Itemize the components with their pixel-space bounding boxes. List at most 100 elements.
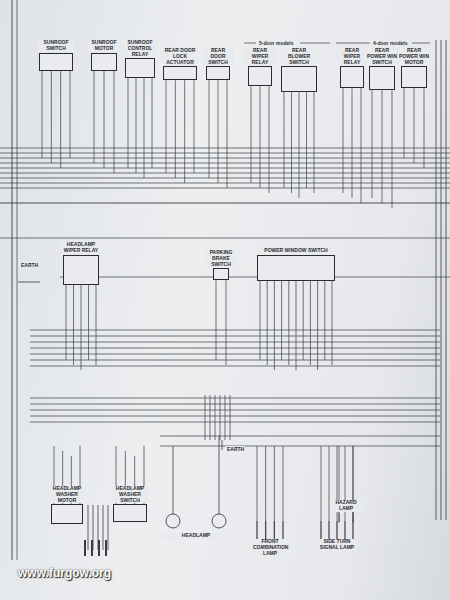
component-node: SIDE TURN SIGNAL LAMP [316, 520, 358, 551]
component-outline [91, 53, 117, 71]
wire [299, 92, 300, 198]
wire [314, 92, 315, 193]
component-node: REAR POWER WIN SWITCH [366, 48, 398, 90]
wire [81, 285, 82, 371]
wire [17, 0, 18, 560]
wire [160, 436, 440, 437]
wire [175, 80, 176, 178]
wire [424, 88, 425, 168]
component-outline [257, 255, 335, 281]
wire [274, 281, 275, 370]
wire [152, 78, 153, 168]
wire [336, 43, 370, 44]
component-label: REAR DOOR LOCK ACTUATOR [162, 48, 198, 65]
wire [310, 281, 311, 365]
wire [0, 238, 450, 239]
wire [18, 282, 40, 283]
component-label: REAR WIPER RELAY [336, 48, 368, 65]
wire [0, 188, 450, 189]
wire [0, 173, 450, 174]
wire [265, 521, 266, 539]
wire [30, 410, 440, 411]
wire [274, 521, 275, 539]
wire [30, 354, 440, 355]
wire [166, 80, 167, 173]
wire [446, 40, 447, 520]
component-label: REAR WIPER RELAY [244, 48, 276, 65]
wire [98, 540, 100, 556]
wire [317, 281, 318, 370]
component-outline [125, 58, 155, 78]
wire [291, 92, 292, 193]
component-node: REAR BLOWER SWITCH [280, 48, 318, 92]
wire [282, 521, 283, 539]
wire [274, 446, 275, 521]
component-label: REAR DOOR SWITCH [202, 48, 234, 65]
component-label: REAR POWER WIN SWITCH [366, 48, 398, 65]
wire [94, 71, 95, 164]
component-label: SUNROOF CONTROL RELAY [124, 40, 156, 57]
wire [144, 78, 145, 178]
wire [328, 521, 329, 539]
wire [344, 521, 345, 539]
wire [260, 86, 261, 188]
wire [219, 436, 220, 514]
component-label: HEADLAMP [160, 533, 232, 539]
wire [91, 540, 93, 556]
component-outline [206, 66, 230, 80]
wire [324, 281, 325, 360]
wire [30, 330, 440, 331]
wire [88, 505, 89, 550]
component-node: PARKING BRAKE SWITCH [205, 250, 237, 280]
wire [265, 446, 266, 521]
wire [269, 86, 270, 193]
wire [96, 285, 97, 366]
component-label: FRONT COMBINATION LAMP [252, 539, 288, 556]
earth-label: EARTH [226, 446, 245, 452]
wire [343, 88, 344, 193]
component-outline [281, 66, 317, 92]
wire [173, 446, 174, 514]
wire [160, 446, 440, 447]
wire [320, 521, 321, 539]
wire [0, 178, 450, 179]
wire [205, 395, 206, 440]
wire [66, 285, 67, 361]
wire [332, 281, 333, 365]
component-node: REAR DOOR SWITCH [202, 48, 234, 80]
component-node: SUNROOF MOTOR [88, 40, 120, 71]
lamp-symbol [212, 514, 226, 528]
component-node: HEADLAMP WASHER SWITCH [112, 486, 148, 522]
wire [244, 43, 256, 44]
component-node: HAZARD LAMP [330, 500, 362, 523]
component-node: REAR DOOR LOCK ACTUATOR [162, 48, 198, 80]
component-node: REAR WIPER RELAY [244, 48, 276, 86]
component-outline [317, 521, 357, 539]
wire [226, 280, 227, 365]
wire [51, 71, 52, 164]
wire [84, 540, 86, 556]
wire [30, 360, 440, 361]
wire [128, 78, 129, 168]
wire [0, 183, 450, 184]
component-node: HEADLAMP WIPER RELAY [62, 242, 100, 285]
wire [209, 80, 210, 178]
wire [12, 0, 13, 560]
wire [30, 404, 440, 405]
wire [218, 80, 219, 183]
wire [0, 158, 450, 159]
wire [0, 203, 450, 204]
wire [300, 43, 330, 44]
wire [0, 148, 450, 149]
wire [352, 513, 353, 523]
wire [30, 348, 440, 349]
earth-label: EARTH [20, 262, 39, 268]
component-outline [161, 511, 231, 533]
component-node: HEADLAMP WASHER MOTOR [50, 486, 84, 524]
component-outline [39, 53, 73, 71]
wire [352, 521, 353, 539]
lamp-symbol [166, 514, 180, 528]
wire [114, 71, 115, 174]
wire [0, 153, 450, 154]
wire [220, 395, 221, 440]
